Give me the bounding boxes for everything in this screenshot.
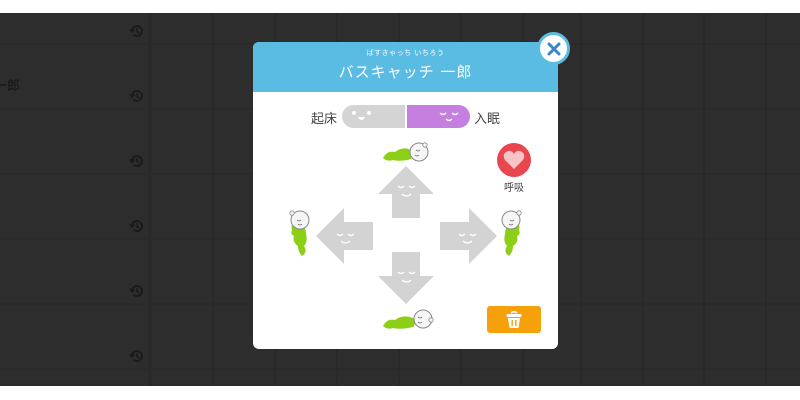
arrow-up-icon[interactable] (376, 166, 436, 218)
sleeping-face-icon (439, 112, 459, 122)
grid-column-line (703, 13, 705, 386)
grid-name-cell (0, 370, 150, 386)
grid-column-line (765, 13, 767, 386)
grid-column-line (580, 13, 582, 386)
modal-title: バスキャッチ 一郎 (338, 63, 473, 81)
toggle-sleep-option[interactable] (407, 105, 470, 128)
grid-row (0, 305, 800, 370)
baby-face-down-top-icon (383, 142, 429, 162)
grid-column-line (642, 13, 644, 386)
grid-row (0, 13, 800, 45)
baby-left-side-icon (289, 210, 310, 256)
modal-header: ばすきゃっち いちろう バスキャッチ 一郎 (253, 42, 558, 92)
arrow-left-icon[interactable] (316, 208, 373, 264)
close-button[interactable] (537, 32, 570, 65)
grid-column-line (150, 13, 152, 386)
history-icon[interactable] (129, 283, 145, 299)
baby-right-side-icon (501, 210, 522, 256)
trash-icon (506, 310, 522, 328)
arrow-right-icon[interactable] (440, 208, 497, 264)
grid-name-cell (0, 110, 150, 173)
breath-button[interactable] (497, 143, 531, 177)
breath-label: 呼吸 (504, 183, 524, 194)
grid-name-cell (0, 305, 150, 368)
grid-column-line (212, 13, 214, 386)
arrow-down-icon[interactable] (376, 252, 436, 304)
grid-name-cell (0, 175, 150, 238)
wake-label: 起床 (311, 112, 338, 127)
baby-face-down-bottom-icon (383, 309, 434, 329)
wake-sleep-toggle[interactable] (342, 105, 470, 128)
history-icon[interactable] (129, 23, 145, 39)
close-icon (547, 42, 560, 55)
modal-title-ruby: ばすきゃっち いちろう (366, 49, 445, 57)
sleep-label: 入眠 (474, 112, 501, 127)
background-child-name: 一郎 (0, 79, 21, 94)
grid-row (0, 370, 800, 386)
history-icon[interactable] (129, 218, 145, 234)
toggle-wake-option[interactable] (342, 105, 405, 128)
grid-name-cell (0, 13, 150, 43)
grid-name-cell (0, 240, 150, 303)
grid-name-cell (0, 45, 150, 108)
history-icon[interactable] (129, 153, 145, 169)
heart-icon (503, 150, 525, 169)
awake-face-icon (352, 111, 371, 120)
history-icon[interactable] (129, 88, 145, 104)
history-icon[interactable] (129, 348, 145, 364)
delete-button[interactable] (487, 306, 541, 333)
